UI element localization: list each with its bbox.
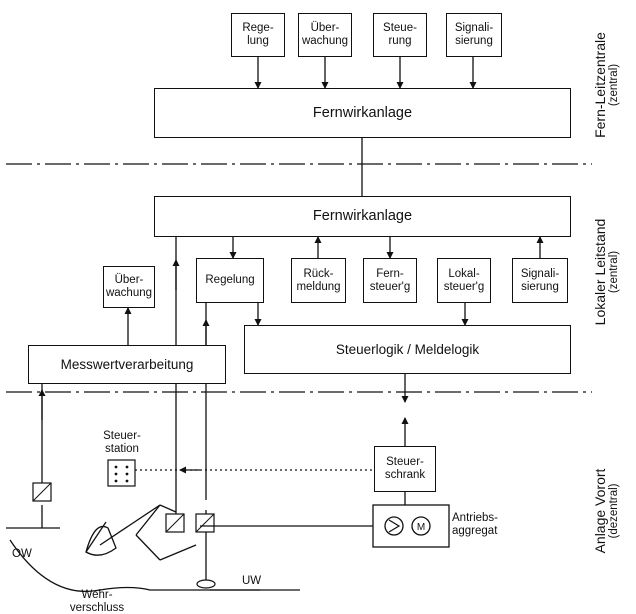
zone-sub-fern: (zentral) xyxy=(608,63,620,107)
zone-title-vorort: Anlage Vorort xyxy=(592,468,608,554)
panel-dot xyxy=(125,472,129,476)
pump-icon-symbol xyxy=(388,519,401,533)
lokal-fernwirkanlage: Fernwirkanlage xyxy=(154,196,571,237)
lokal-box-rueckmeldung: Rück- meldung xyxy=(291,258,346,303)
wehrverschluss-label: Wehr- verschluss xyxy=(69,589,125,614)
motor-letter: M xyxy=(417,522,425,533)
pump-icon xyxy=(384,516,404,536)
zone-label-fern: Fern-Leitzentrale (zentral) xyxy=(592,5,632,165)
gate-body xyxy=(85,525,117,556)
panel-dot xyxy=(114,465,118,469)
sensor-left-diag xyxy=(32,482,52,502)
steuerstation-panel xyxy=(107,459,136,487)
steuerlogik-meldelogik: Steuerlogik / Meldelogik xyxy=(244,325,571,374)
antriebsaggregat-label: Antriebs- aggregat xyxy=(452,512,499,537)
fern-box-signalisierung: Signali- sierung xyxy=(446,13,502,57)
zone-label-vorort: Anlage Vorort (dezentral) xyxy=(592,431,632,591)
gate-link-3 xyxy=(159,544,197,561)
sensor-mid-diag xyxy=(165,513,185,533)
messwertverarbeitung: Messwertverarbeitung xyxy=(28,345,226,384)
zone-sub-lokal: (zentral) xyxy=(608,250,620,294)
lokal-box-signalisierung: Signali- sierung xyxy=(512,258,568,303)
zone-title-lokal: Lokaler Leitstand xyxy=(592,218,608,326)
steuerschrank: Steuer- schrank xyxy=(374,446,436,492)
gate-link xyxy=(135,504,161,536)
fern-box-regelung: Rege- lung xyxy=(231,13,285,57)
panel-dot xyxy=(114,479,118,483)
lokal-box-ueberwachung: Über- wachung xyxy=(103,266,155,308)
motor-icon xyxy=(411,516,431,536)
panel-dot xyxy=(125,465,129,469)
upstream-water-label: OW xyxy=(12,548,32,560)
panel-dot xyxy=(114,472,118,476)
downstream-water-label: UW xyxy=(242,575,262,587)
panel-dot xyxy=(125,479,129,483)
zone-label-lokal: Lokaler Leitstand (zentral) xyxy=(592,186,632,358)
gate-cable xyxy=(159,504,177,513)
fern-box-steuerung: Steue- rung xyxy=(373,13,427,57)
sensor-right-diag xyxy=(195,513,215,533)
water-upstream-bank xyxy=(9,539,260,592)
gate-arm xyxy=(99,504,161,546)
sensor-pad xyxy=(196,579,216,589)
steuerstation-label: Steuer- station xyxy=(103,430,141,455)
fern-fernwirkanlage: Fernwirkanlage xyxy=(154,88,571,138)
gate-link-2 xyxy=(135,534,161,561)
lokal-box-lokalsteuerung: Lokal- steuer'g xyxy=(437,258,491,303)
lokal-box-regelung: Regelung xyxy=(196,258,264,303)
zone-sub-vorort: (dezentral) xyxy=(608,483,620,539)
zone-title-fern: Fern-Leitzentrale xyxy=(592,32,608,138)
lokal-box-fernsteuerung: Fern- steuer'g xyxy=(363,258,417,303)
fern-box-ueberwachung: Über- wachung xyxy=(298,13,352,57)
